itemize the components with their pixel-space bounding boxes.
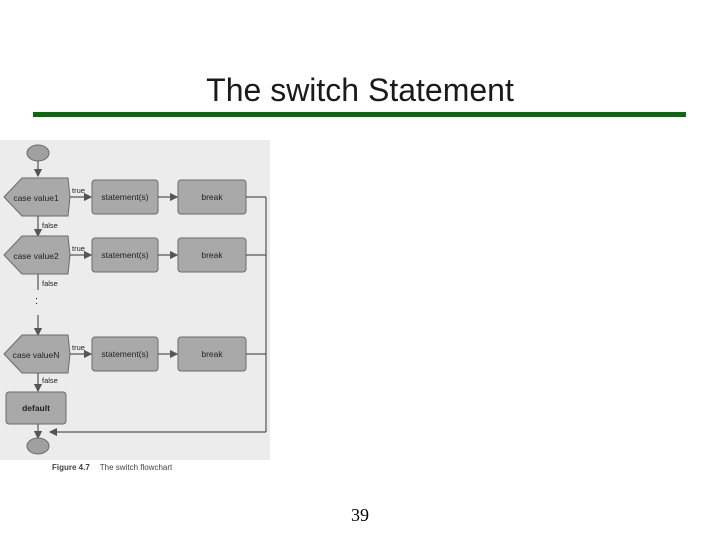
slide-title: The switch Statement (206, 72, 514, 108)
statement-label-2: statement(s) (101, 250, 148, 260)
statement-label-N: statement(s) (101, 349, 148, 359)
break-label-2: break (201, 250, 223, 260)
default-box (5, 391, 67, 425)
case-value1-true-label: true (72, 186, 85, 195)
break-label-N: break (201, 349, 223, 359)
page-number: 39 (351, 505, 369, 525)
ellipsis-marker: : (35, 295, 38, 307)
break-label-1: break (201, 192, 223, 202)
default-label: default (22, 403, 50, 413)
case-valueN-true-label: true (72, 343, 85, 352)
start-terminal (26, 144, 50, 162)
figure-caption-number: Figure 4.7 (52, 463, 90, 472)
case-valueN-false-label: false (42, 376, 58, 385)
case-value2-false-label: false (42, 279, 58, 288)
figure-caption: Figure 4.7 The switch flowchart (52, 463, 173, 472)
case-value1-false-label: false (42, 221, 58, 230)
figure-caption-text: The switch flowchart (100, 463, 173, 472)
case-value2-label: case value2 (13, 251, 59, 261)
title-underline (33, 112, 686, 117)
statement-label-1: statement(s) (101, 192, 148, 202)
case-valueN-label: case valueN (13, 350, 60, 360)
end-terminal (26, 437, 50, 455)
case-value1-label: case value1 (13, 193, 59, 203)
case-value2-true-label: true (72, 244, 85, 253)
switch-flowchart: case value1 true statement(s) break fals… (0, 140, 270, 472)
